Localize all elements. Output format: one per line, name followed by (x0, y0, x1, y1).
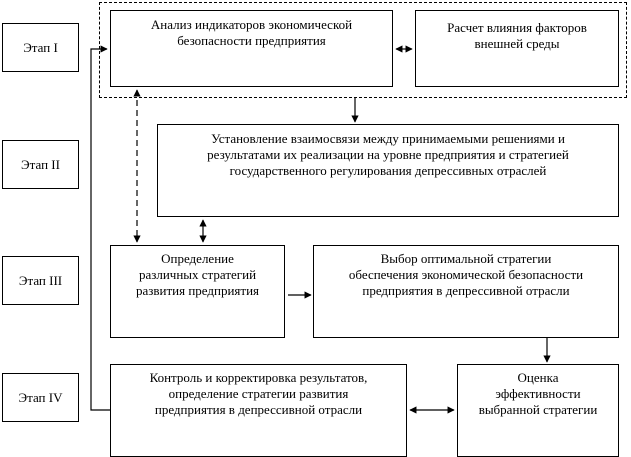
evaluation-text: Оценка эффективности выбранной стратегии (478, 370, 598, 417)
analysis-text: Анализ индикаторов экономической безопас… (150, 17, 353, 48)
stage-2-text: Этап II (21, 156, 60, 172)
control-box: Контроль и корректировка результатов, оп… (110, 364, 407, 457)
stage-4-label: Этап IV (2, 373, 79, 422)
analysis-box: Анализ индикаторов экономической безопас… (110, 10, 393, 87)
optimal-strategy-text: Выбор оптимальной стратегии обеспечения … (348, 251, 584, 298)
relationship-text: Установление взаимосвязи между принимаем… (207, 131, 569, 178)
external-factors-box: Расчет влияния факторов внешней среды (415, 10, 619, 87)
feedback-loop-arrow (90, 45, 110, 411)
stage-1-text: Этап I (23, 39, 58, 55)
strategies-definition-text: Определение различных стратегий развития… (135, 251, 260, 298)
optimal-strategy-box: Выбор оптимальной стратегии обеспечения … (313, 245, 619, 338)
relationship-box: Установление взаимосвязи между принимаем… (157, 124, 619, 217)
control-text: Контроль и корректировка результатов, оп… (149, 370, 368, 417)
strategies-definition-box: Определение различных стратегий развития… (110, 245, 285, 338)
stage-1-group-frame (99, 2, 627, 98)
stage-2-label: Этап II (2, 140, 79, 189)
stage-1-label: Этап I (2, 23, 79, 72)
stage-3-label: Этап III (2, 256, 79, 305)
external-factors-text: Расчет влияния факторов внешней среды (447, 20, 587, 51)
stage-4-text: Этап IV (18, 389, 63, 405)
stage-3-text: Этап III (18, 272, 63, 288)
